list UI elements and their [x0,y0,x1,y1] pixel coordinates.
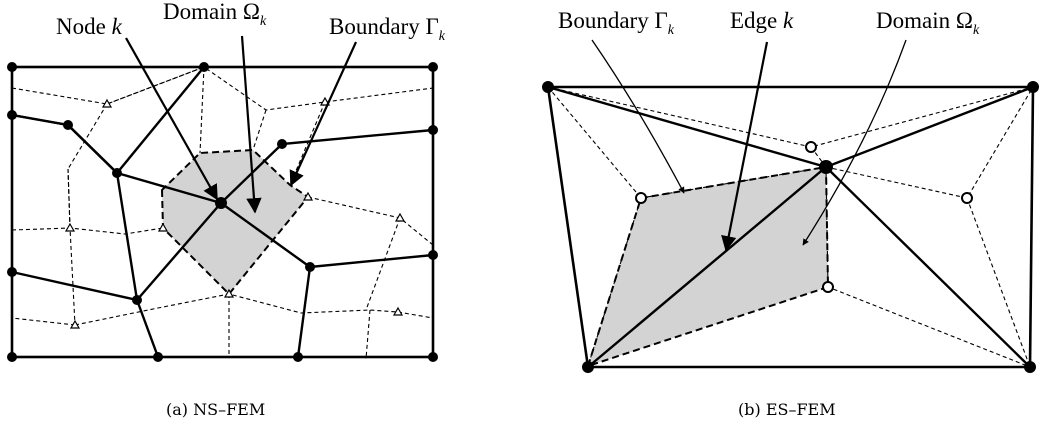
boundary-label-a: Boundary Γk [329,14,446,44]
nodes-a [7,62,438,362]
edge-label-b: Edge k [730,8,794,33]
nodes-b [542,81,1039,373]
fem-mesh-a [10,65,435,359]
edge-pointer-b [721,41,769,252]
boundary-pointer-b [591,39,685,194]
caption-a: (a) NS–FEM [166,400,265,419]
node-pointer-a [125,37,218,201]
caption-b: (b) ES–FEM [738,400,836,419]
boundary-pointer-a [289,41,358,187]
panel-b-es-fem: Boundary Γk Edge k Domain Ωk (b) ES–FEM [542,8,1039,419]
boundary-label-b: Boundary Γk [558,8,675,38]
dual-mesh-a [11,66,434,360]
panel-a-ns-fem: Node k Domain Ωk Boundary Γk (a) NS–FEM [7,0,446,419]
domain-pointer-a [240,35,262,214]
domain-label-a: Domain Ωk [163,0,267,29]
smoothing-domain-a [160,148,310,296]
domain-pointer-b [802,39,907,246]
centroid-markers-a [64,96,406,329]
centroid-markers-b [635,141,973,293]
domain-label-b: Domain Ωk [876,8,980,38]
node-label-a: Node k [56,14,123,39]
